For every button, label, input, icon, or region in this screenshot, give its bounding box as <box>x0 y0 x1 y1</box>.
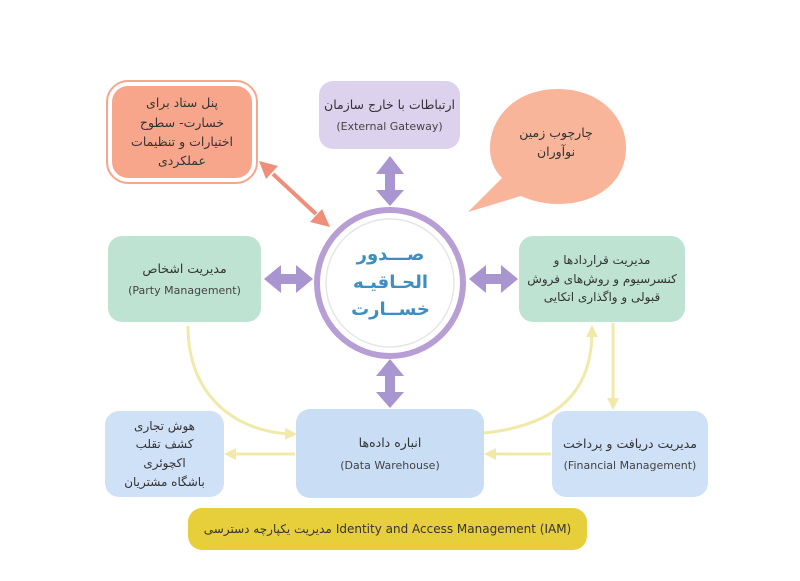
contract-line-3: قبولی و واگذاری اتکایی <box>543 290 661 305</box>
arrow-center-party <box>264 265 313 293</box>
arrow-party-dw <box>186 325 297 440</box>
panel-line-2: خسارت- سطوح <box>139 114 225 130</box>
node-external-gateway: ارتباطات با خارج سازمان (External Gatewa… <box>319 81 460 149</box>
panel-line-3: اختیارات و تنظیمات <box>131 134 233 149</box>
contract-line-1: مدیریت قراردادها و <box>553 253 651 268</box>
node-party-management: مدیریت اشخاص (Party Management) <box>108 236 261 322</box>
bi-line-3: اکچوئری <box>143 456 186 470</box>
bi-line-1: هوش تجاری <box>134 418 195 433</box>
dw-english: (Data Warehouse) <box>340 458 440 472</box>
speech-bubble-shape <box>468 89 626 212</box>
arrow-dw-contract <box>483 325 598 435</box>
node-claim-issuance: صـــدور الحـاقیـه خســارت <box>315 207 466 358</box>
center-line-2: الحـاقیـه <box>353 271 429 293</box>
bi-line-4: باشگاه مشتریان <box>124 474 205 489</box>
iam-english: Identity and Access Management (IAM) <box>335 521 572 536</box>
node-business-intelligence: هوش تجاری کشف تقلب اکچوئری باشگاه مشتریا… <box>105 411 224 497</box>
bubble-line-2: نوآوران <box>536 144 576 159</box>
contract-line-2: کنسرسیوم و روش‌های فروش <box>527 271 677 286</box>
bubble-line-1: چارچوب زمین <box>519 124 593 140</box>
fin-title: مدیریت دریافت و پرداخت <box>563 435 697 451</box>
panel-line-1: پنل ستاد برای <box>146 95 218 111</box>
gateway-title: ارتباطات با خارج سازمان <box>324 96 455 112</box>
center-line-3: خســارت <box>351 299 430 321</box>
arrow-center-gateway <box>376 156 404 206</box>
node-iam: Identity and Access Management (IAM) مدی… <box>188 508 587 550</box>
panel-line-4: عملکردی <box>158 153 206 169</box>
arrow-center-dw <box>376 359 404 408</box>
arrow-center-panel <box>259 161 330 227</box>
fin-english: (Financial Management) <box>563 459 697 473</box>
node-contract-management: مدیریت قراردادها و کنسرسیوم و روش‌های فر… <box>519 236 685 322</box>
node-financial-management: مدیریت دریافت و پرداخت (Financial Manage… <box>552 411 708 497</box>
arrow-center-contract <box>469 265 518 293</box>
party-title: مدیریت اشخاص <box>142 260 227 276</box>
node-innovators-framework: چارچوب زمین نوآوران <box>494 97 618 187</box>
center-inner-ring <box>325 218 455 348</box>
iam-persian: مدیریت یکپارچه دسترسی <box>203 521 332 536</box>
gateway-english: (External Gateway) <box>336 120 443 134</box>
center-line-1: صـــدور <box>356 243 425 265</box>
node-settings-panel: پنل ستاد برای خسارت- سطوح اختیارات و تنظ… <box>106 80 258 184</box>
dw-title: انباره داده‌ها <box>358 435 422 451</box>
node-data-warehouse: انباره داده‌ها (Data Warehouse) <box>296 409 484 498</box>
party-english: (Party Management) <box>128 284 241 298</box>
bi-line-2: کشف تقلب <box>135 437 194 452</box>
center-ring <box>314 207 466 359</box>
